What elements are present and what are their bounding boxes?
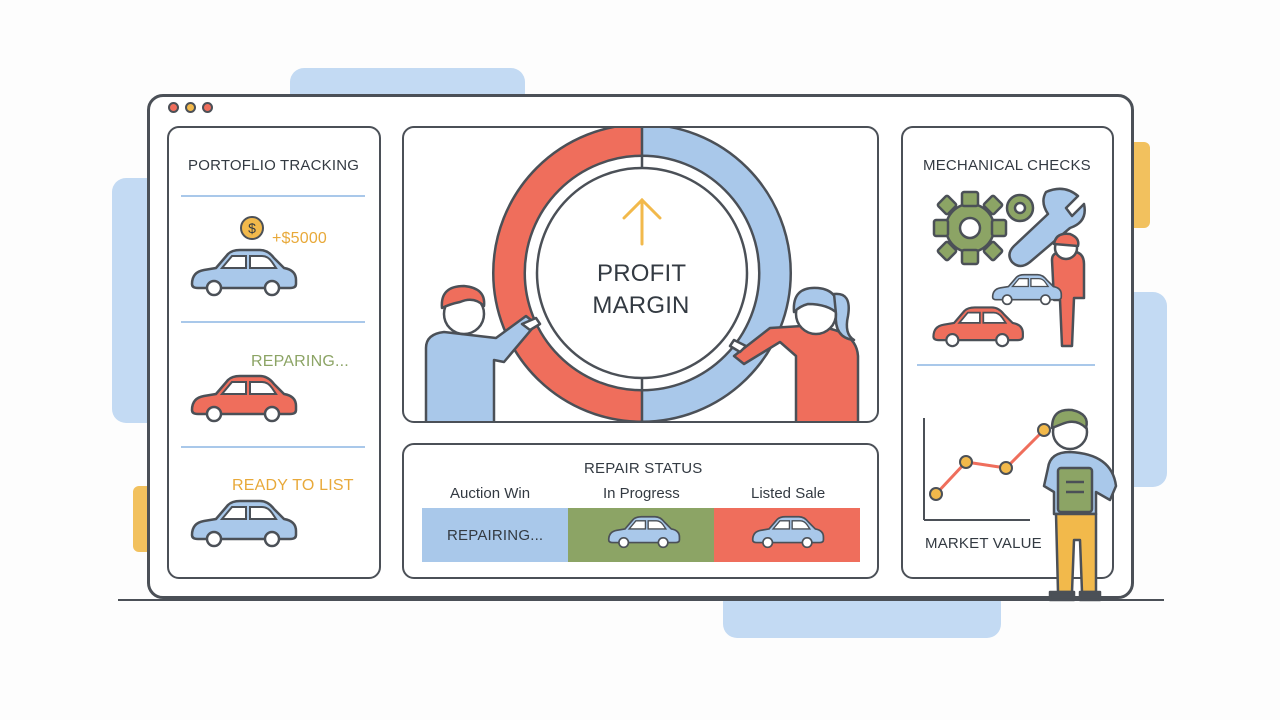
portfolio-divider-2 bbox=[181, 321, 365, 323]
small-gear-icon bbox=[1005, 193, 1035, 223]
portfolio-panel bbox=[167, 126, 381, 579]
market-value-chart bbox=[923, 418, 1051, 521]
analyst-figure bbox=[1042, 408, 1118, 602]
portfolio-title: PORTOFLIO TRACKING bbox=[188, 157, 360, 174]
ring-blue-half bbox=[641, 128, 790, 421]
repairing-status: REPARING... bbox=[251, 353, 349, 370]
profit-margin-title-1: PROFIT bbox=[597, 260, 687, 287]
minimize-dot-icon[interactable] bbox=[185, 102, 196, 113]
car-icon-listed-sale bbox=[751, 515, 825, 549]
close-dot-icon[interactable] bbox=[168, 102, 179, 113]
profit-value: +$5000 bbox=[272, 230, 328, 247]
gear-icon bbox=[932, 190, 1008, 266]
status-cell-auction-win[interactable] bbox=[422, 508, 568, 562]
column-auction-win: Auction Win bbox=[450, 485, 531, 502]
coin-symbol: $ bbox=[248, 220, 256, 236]
wrench-icon bbox=[1008, 187, 1086, 268]
arrow-up-icon bbox=[622, 197, 662, 246]
portfolio-divider-1 bbox=[181, 195, 365, 197]
status-cell-repairing-label: REPAIRING... bbox=[447, 527, 544, 544]
market-value-title: MARKET VALUE bbox=[925, 535, 1042, 552]
car-icon-mechanical-1 bbox=[991, 273, 1063, 306]
portfolio-divider-3 bbox=[181, 446, 365, 448]
column-in-progress: In Progress bbox=[603, 485, 680, 502]
profit-margin-title-2: MARGIN bbox=[592, 292, 690, 319]
maximize-dot-icon[interactable] bbox=[202, 102, 213, 113]
window-controls bbox=[168, 102, 213, 113]
woman-figure bbox=[728, 286, 860, 421]
ready-status: READY TO LIST bbox=[232, 477, 354, 494]
mechanical-checks-title: MECHANICAL CHECKS bbox=[923, 157, 1091, 174]
mechanic-figure bbox=[1050, 232, 1086, 348]
repair-status-title: REPAIR STATUS bbox=[584, 460, 703, 477]
car-icon-in-progress bbox=[607, 515, 681, 549]
ring-red-half bbox=[494, 128, 643, 421]
floor-line bbox=[118, 599, 1164, 601]
car-icon-mechanical-2 bbox=[932, 306, 1024, 348]
column-listed-sale: Listed Sale bbox=[751, 485, 826, 502]
mechanical-divider bbox=[917, 364, 1095, 366]
profit-ring-chart bbox=[424, 128, 860, 421]
coin-icon: $ bbox=[240, 216, 264, 240]
profit-margin-panel bbox=[402, 126, 879, 423]
man-figure bbox=[424, 284, 542, 421]
